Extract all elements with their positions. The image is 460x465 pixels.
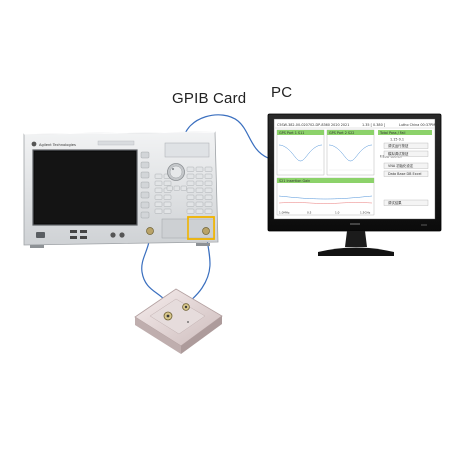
software-button-label: 模拟调试按钮 <box>388 151 409 156</box>
rf-cable-left <box>141 231 169 306</box>
analyzer-foot-left <box>30 245 44 248</box>
keypad-key <box>154 173 163 179</box>
control-column-title: Total Pass / Fail <box>379 131 405 135</box>
antenna-module <box>134 288 223 354</box>
port-2-connector <box>202 227 210 235</box>
monitor-base <box>318 247 394 256</box>
axis-tick-label: 1.0MHz <box>279 211 290 215</box>
gpib-cable <box>182 114 269 159</box>
soft-key <box>140 181 150 189</box>
front-connectors <box>36 232 125 238</box>
keypad-key <box>163 180 172 186</box>
softkey-column <box>140 151 150 219</box>
s21-panel-title: S21 Insertion Gain <box>279 179 310 183</box>
software-button[interactable]: 模拟调试按钮 <box>383 150 429 157</box>
analyzer-brand-text: Agilent Technologies <box>39 143 76 147</box>
analyzer-display-glass <box>35 152 135 223</box>
power-button <box>36 232 45 238</box>
monitor-logo <box>350 223 360 225</box>
soft-key <box>140 171 150 179</box>
s11-panel: GPS Port 1 S11 <box>276 129 325 176</box>
keypad <box>154 166 213 214</box>
keypad-key <box>163 201 172 207</box>
soft-key <box>140 211 150 219</box>
software-button[interactable]: VNA 初始化设定 <box>383 162 429 169</box>
keypad-key <box>154 194 163 200</box>
software-button-label: VNA 初始化设定 <box>388 163 414 168</box>
keypad-key <box>154 208 163 214</box>
keypad-key <box>186 194 195 200</box>
keypad-key <box>195 201 204 207</box>
keypad-key <box>204 180 213 186</box>
keypad-key <box>163 208 172 214</box>
software-header-left: C5SW-382-00-020702-DP-8360 2020 2021 <box>277 123 349 127</box>
keypad-key <box>180 185 187 191</box>
s21-limit-line <box>278 202 373 204</box>
keypad-key <box>154 187 163 193</box>
keypad-key <box>154 180 163 186</box>
software-button[interactable]: 调试结果 <box>383 199 429 206</box>
usb-ports <box>70 230 87 239</box>
test-software-window: C5SW-382-00-020702-DP-8360 2020 2021 1.3… <box>275 123 435 216</box>
axis-tick-label: 0.5 <box>307 211 312 215</box>
soft-key <box>140 201 150 209</box>
keypad-key <box>204 194 213 200</box>
function-key-panel <box>164 142 210 158</box>
gpib-card-label: GPIB Card <box>172 90 247 107</box>
keypad-key <box>186 208 195 214</box>
s21-panel: S21 Insertion Gain 1.0MHz 0.5 1.0 1.5GHz <box>276 177 375 216</box>
s21-trace <box>278 195 373 200</box>
keypad-key <box>186 201 195 207</box>
keypad-key <box>195 173 204 179</box>
pc-label: PC <box>271 84 293 101</box>
software-button-label: 调试结果 <box>388 200 402 205</box>
software-header-mid: 1.35 [ 0.380 ] <box>362 123 386 127</box>
keypad-key <box>154 201 163 207</box>
keypad-key <box>204 173 213 179</box>
monitor-power-led <box>421 224 427 226</box>
s11-panel-title: GPS Port 1 S11 <box>279 131 304 135</box>
keypad-key <box>204 201 213 207</box>
software-header-right: Lutho China 00:37PM <box>399 123 435 127</box>
rotary-knob <box>167 163 185 181</box>
keypad-key <box>173 185 180 191</box>
port-1-connector <box>146 227 154 235</box>
s11-trace <box>278 144 323 162</box>
monitor-neck <box>345 231 367 247</box>
software-button-label: 调试运行按钮 <box>388 143 409 148</box>
s22-panel-title: GPS Port 2 S22 <box>329 131 354 135</box>
axis-tick-label: 1.5GHz <box>360 211 371 215</box>
control-label-value: 1.15 0.1 <box>390 138 404 142</box>
s22-panel: GPS Port 2 S22 <box>326 129 375 176</box>
keypad-key <box>204 187 213 193</box>
soft-key <box>140 191 150 199</box>
keypad-key <box>195 194 204 200</box>
keypad-key <box>195 208 204 214</box>
keypad-key <box>186 166 195 172</box>
keypad-key <box>195 180 204 186</box>
keypad-key <box>186 187 195 193</box>
software-button-label: Data Base DB Excel <box>388 172 422 176</box>
keypad-key <box>195 166 204 172</box>
software-button[interactable]: 调试运行按钮 <box>383 142 429 149</box>
keypad-key <box>163 194 172 200</box>
keypad-key <box>186 173 195 179</box>
software-button[interactable]: Data Base DB Excel <box>383 170 429 177</box>
control-column: Total Pass / Fail 1.15 0.1 F.ESD Lauren … <box>378 130 432 206</box>
soft-key <box>140 161 150 169</box>
keypad-key <box>195 187 204 193</box>
soft-key <box>140 151 150 159</box>
analyzer-foot-right <box>196 243 210 246</box>
keypad-key <box>204 208 213 214</box>
keypad-key <box>166 185 173 191</box>
agilent-logo: Agilent Technologies <box>31 140 135 147</box>
network-analyzer: Agilent Technologies <box>23 131 219 248</box>
axis-tick-label: 1.0 <box>335 211 340 215</box>
s22-trace <box>328 144 373 162</box>
keypad-key <box>204 166 213 172</box>
keypad-key <box>186 180 195 186</box>
